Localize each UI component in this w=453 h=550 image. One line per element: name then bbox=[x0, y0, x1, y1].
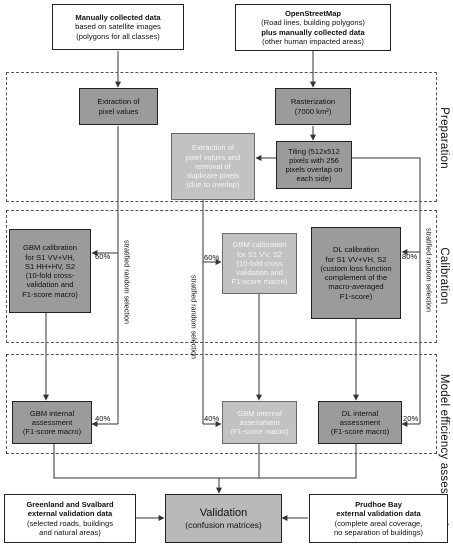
rasterization-line1: Rasterization bbox=[290, 97, 336, 107]
gbm-calibration-2-box: GBM calibration for S1 VV, S2 (10-fold c… bbox=[222, 233, 297, 294]
prudhoe-line3: (complete areal coverage, bbox=[334, 518, 423, 528]
dl-int-line2: assessment bbox=[339, 417, 381, 427]
tiling-box: Tiling (512x512 pixels with 256 pixels o… bbox=[276, 141, 352, 189]
edge-label-60-mid: 60% bbox=[204, 253, 220, 262]
dl-int-line3: (F1-score macro) bbox=[330, 427, 390, 437]
greenland-line3: (selected roads, buildings bbox=[26, 518, 114, 528]
edge-label-80: 80% bbox=[402, 252, 418, 261]
gbm-calibration-1-box: GBM calibration for S1 VV+VH, S1 HH+HV, … bbox=[9, 229, 91, 313]
gbm-int2-line3: (F1-score macro) bbox=[230, 427, 289, 437]
dl-cal-line6: F1-score) bbox=[339, 291, 373, 301]
arrow-tiling-to-dl bbox=[352, 157, 421, 255]
prudhoe-title: Prudhoe Bay bbox=[355, 500, 402, 509]
validation-title: Validation bbox=[199, 506, 248, 519]
dl-cal-line5: macro-averaged bbox=[328, 282, 384, 292]
gbm-int1-line1: GBM internal bbox=[29, 408, 75, 418]
tiling-line1: Tiling (512x512 bbox=[288, 146, 340, 156]
section-calibration bbox=[6, 210, 437, 343]
edge-label-60-left: 60% bbox=[95, 252, 111, 261]
edge-label-stratified-2: stratified random selection bbox=[189, 275, 199, 359]
dl-int-line1: DL internal bbox=[341, 408, 379, 418]
tiling-line3: pixels overlap on bbox=[285, 165, 343, 174]
edge-label-20: 20% bbox=[403, 414, 419, 423]
tiling-line4: each side) bbox=[296, 174, 332, 184]
osm-line4: (other human impacted areas) bbox=[262, 36, 364, 46]
extraction-dup-line2: pixel values and bbox=[185, 152, 241, 162]
tiling-line2: pixels with 256 bbox=[289, 155, 339, 165]
edge-label-40-mid: 40% bbox=[204, 414, 220, 423]
prudhoe-line2: external validation data bbox=[336, 509, 421, 519]
extraction-pixel-line2: pixel values bbox=[98, 106, 139, 116]
extraction-pixel-line1: Extraction of bbox=[97, 97, 140, 107]
gbm-internal-1-box: GBM internal assessment (F1-score macro) bbox=[12, 401, 92, 444]
gbm-cal1-line4: (10-fold cross- bbox=[25, 271, 75, 280]
line-gbm-int1-to-val bbox=[53, 444, 219, 479]
dl-calibration-box: DL calibration for S1 VV+VH, S2 (custom … bbox=[311, 227, 401, 319]
line-dl-int-to-val bbox=[219, 444, 357, 479]
dl-cal-line3: (custom loss function bbox=[320, 263, 392, 273]
section-label-calibration: Calibration bbox=[438, 247, 450, 305]
rasterization-box: Rasterization (7000 km²) bbox=[275, 88, 351, 125]
edge-label-stratified-3: stratified random selection bbox=[424, 228, 434, 312]
rasterization-line2: (7000 km²) bbox=[294, 106, 332, 116]
manual-data-line2: based on satellite images bbox=[75, 22, 161, 32]
section-model-efficiency bbox=[6, 354, 437, 454]
osm-title: OpenStreetMap bbox=[284, 9, 342, 18]
dl-cal-line2: for S1 VV+VH, S2 bbox=[325, 254, 387, 264]
dl-cal-line4: complement of the bbox=[324, 273, 388, 282]
greenland-svalbard-box: Greenland and Svalbard external validati… bbox=[4, 494, 136, 543]
edge-label-stratified-1: stratified random selection bbox=[122, 240, 132, 324]
manual-data-line3: (polygons for all classes) bbox=[76, 31, 160, 41]
dl-internal-box: DL internal assessment (F1-score macro) bbox=[318, 401, 402, 444]
gbm-cal1-line2: for S1 VV+VH, bbox=[25, 252, 75, 262]
prudhoe-line4: no separation of buildings) bbox=[333, 527, 424, 537]
extraction-dup-line1: Extraction of bbox=[191, 143, 235, 153]
manual-data-box: Manually collected data based on satelli… bbox=[52, 4, 184, 50]
gbm-int1-line3: (F1-score macro) bbox=[22, 427, 82, 437]
gbm-cal1-line6: F1-score macro) bbox=[22, 289, 78, 299]
greenland-line4: and natural areas) bbox=[39, 527, 101, 537]
prudhoe-bay-box: Prudhoe Bay external validation data (co… bbox=[309, 494, 448, 543]
greenland-line2: external validation data bbox=[27, 509, 113, 519]
osm-line2: (Road lines, building polygons) bbox=[261, 18, 365, 28]
extraction-dup-line3: removal of bbox=[195, 161, 231, 171]
gbm-int2-line2: assessment bbox=[239, 417, 280, 427]
extraction-pixel-box: Extraction of pixel values bbox=[79, 88, 158, 125]
gbm-cal2-line4: validation and bbox=[236, 268, 283, 278]
gbm-cal1-line5: validation and bbox=[26, 280, 74, 290]
gbm-cal2-line3: (10-fold cross bbox=[236, 258, 283, 268]
validation-box: Validation (confusion matrices) bbox=[165, 494, 282, 543]
gbm-int1-line2: assessment bbox=[31, 417, 73, 427]
gbm-cal2-line1: GBM calibration bbox=[232, 240, 287, 250]
edge-label-40-left: 40% bbox=[95, 414, 111, 423]
extraction-dup-line4: duplicate pixels bbox=[187, 171, 239, 181]
gbm-internal-2-box: GBM internal assessment (F1-score macro) bbox=[222, 401, 297, 444]
osm-line3: plus manually collected data bbox=[261, 27, 365, 37]
validation-subtitle: (confusion matrices) bbox=[185, 520, 262, 531]
section-preparation bbox=[6, 72, 437, 202]
gbm-cal1-line3: S1 HH+HV, S2 bbox=[24, 261, 76, 271]
extraction-duplicate-box: Extraction of pixel values and removal o… bbox=[171, 133, 255, 200]
greenland-title: Greenland and Svalbard bbox=[26, 500, 114, 509]
gbm-int2-line1: GBM internal bbox=[237, 408, 282, 418]
section-label-preparation: Preparation bbox=[438, 107, 450, 169]
dl-cal-line1: DL calibration bbox=[332, 245, 380, 255]
osm-data-box: OpenStreetMap (Road lines, building poly… bbox=[235, 4, 391, 51]
manual-data-title: Manually collected data bbox=[75, 13, 161, 23]
gbm-cal2-line5: F1-score macro) bbox=[231, 277, 288, 287]
gbm-cal1-line1: GBM calibration bbox=[22, 243, 78, 253]
gbm-cal2-line2: for S1 VV, S2 bbox=[236, 249, 283, 259]
extraction-dup-line5: (due to overlap) bbox=[186, 180, 240, 190]
